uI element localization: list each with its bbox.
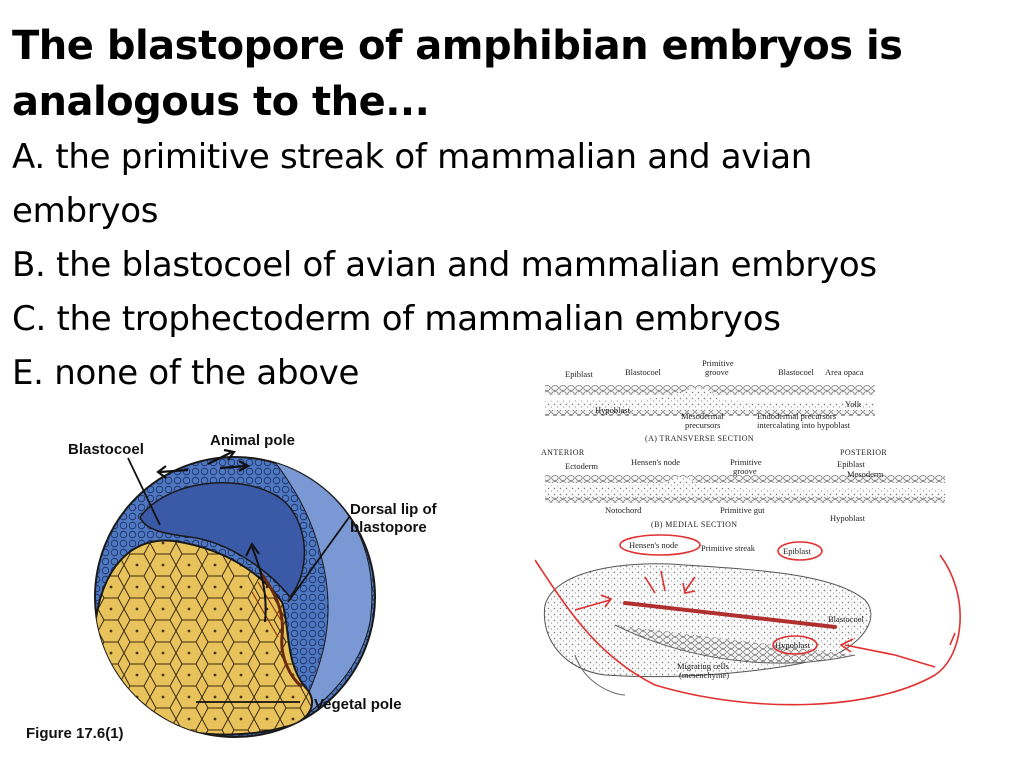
label-t-hypoblast: Hypoblast <box>595 405 631 415</box>
leader-lines <box>127 457 351 703</box>
label-vegetal-pole: Vegetal pole <box>314 696 402 713</box>
embryo-body <box>94 456 376 738</box>
figure-caption: Figure 17.6(1) <box>26 725 124 742</box>
label-p-migrating-1: Migrating cells <box>677 661 729 671</box>
label-t-epiblast: Epiblast <box>565 369 593 379</box>
label-m-primitive-gut: Primitive gut <box>720 505 765 515</box>
label-m-posterior: POSTERIOR <box>840 448 887 457</box>
label-m-anterior: ANTERIOR <box>541 448 585 457</box>
option-a: A. the primitive streak of mammalian and… <box>12 137 813 177</box>
question-title-line-1: The blastopore of amphibian embryos is <box>12 23 903 69</box>
red-annotations <box>534 534 961 706</box>
label-p-hypoblast: Hypoblast <box>775 640 811 650</box>
label-t-area-opaca: Area opaca <box>825 367 864 377</box>
label-m-primitive-2: groove <box>733 466 757 476</box>
label-t-endodermal-1: Endodermal precursors <box>757 411 836 421</box>
label-p-migrating-2: (mesenchyme) <box>679 670 729 680</box>
option-a-continued: embryos <box>12 191 159 231</box>
amphibian-gastrula-figure: Blastocoel Animal pole Dorsal lip of bla… <box>20 422 480 757</box>
transverse-section: Epiblast Blastocoel Primitive groove Bla… <box>545 358 875 443</box>
label-m-hypoblast: Hypoblast <box>830 513 866 523</box>
option-e: E. none of the above <box>12 353 360 393</box>
involution-arrow <box>245 542 267 623</box>
label-m-epiblast: Epiblast <box>837 459 865 469</box>
animal-pole-arrows <box>156 448 251 479</box>
medial-section: ANTERIOR POSTERIOR Ectoderm Hensen's nod… <box>541 448 945 529</box>
label-p-blastocoel: Blastocoel <box>828 614 865 624</box>
label-t-yolk: Yolk <box>845 399 862 409</box>
label-m-hensens-node: Hensen's node <box>631 457 680 467</box>
label-blastocoel: Blastocoel <box>68 441 144 458</box>
label-t-blastocoel-2: Blastocoel <box>778 367 815 377</box>
label-m-notochord: Notochord <box>605 505 642 515</box>
perspective-blastoderm <box>543 563 872 696</box>
label-t-endodermal-2: intercalating into hypoblast <box>757 420 851 430</box>
question-block: The blastopore of amphibian embryos is a… <box>12 18 1012 400</box>
label-m-mesoderm: Mesoderm <box>847 469 884 479</box>
label-m-primitive-1: Primitive <box>730 457 762 467</box>
label-t-primitive-1: Primitive <box>702 358 734 368</box>
question-title-line-2: analogous to the... <box>12 79 430 125</box>
label-p-primitive-streak: Primitive streak <box>701 543 756 553</box>
label-t-blastocoel-1: Blastocoel <box>625 367 662 377</box>
label-t-primitive-2: groove <box>705 367 729 377</box>
option-b: B. the blastocoel of avian and mammalian… <box>12 245 877 285</box>
option-c: C. the trophectoderm of mammalian embryo… <box>12 299 781 339</box>
caption-transverse: (A) TRANSVERSE SECTION <box>645 434 754 443</box>
label-dorsal-lip-1: Dorsal lip of <box>350 501 438 518</box>
caption-medial: (B) MEDIAL SECTION <box>651 520 737 529</box>
label-p-hensens-node: Hensen's node <box>629 540 678 550</box>
chick-primitive-streak-figure: Epiblast Blastocoel Primitive groove Bla… <box>534 355 980 725</box>
label-t-mesodermal-1: Mesodermal <box>681 411 724 421</box>
label-m-ectoderm: Ectoderm <box>565 461 598 471</box>
label-dorsal-lip-2: blastopore <box>350 519 427 536</box>
label-p-epiblast: Epiblast <box>783 546 811 556</box>
label-t-mesodermal-2: precursors <box>685 420 720 430</box>
label-animal-pole: Animal pole <box>210 432 295 449</box>
